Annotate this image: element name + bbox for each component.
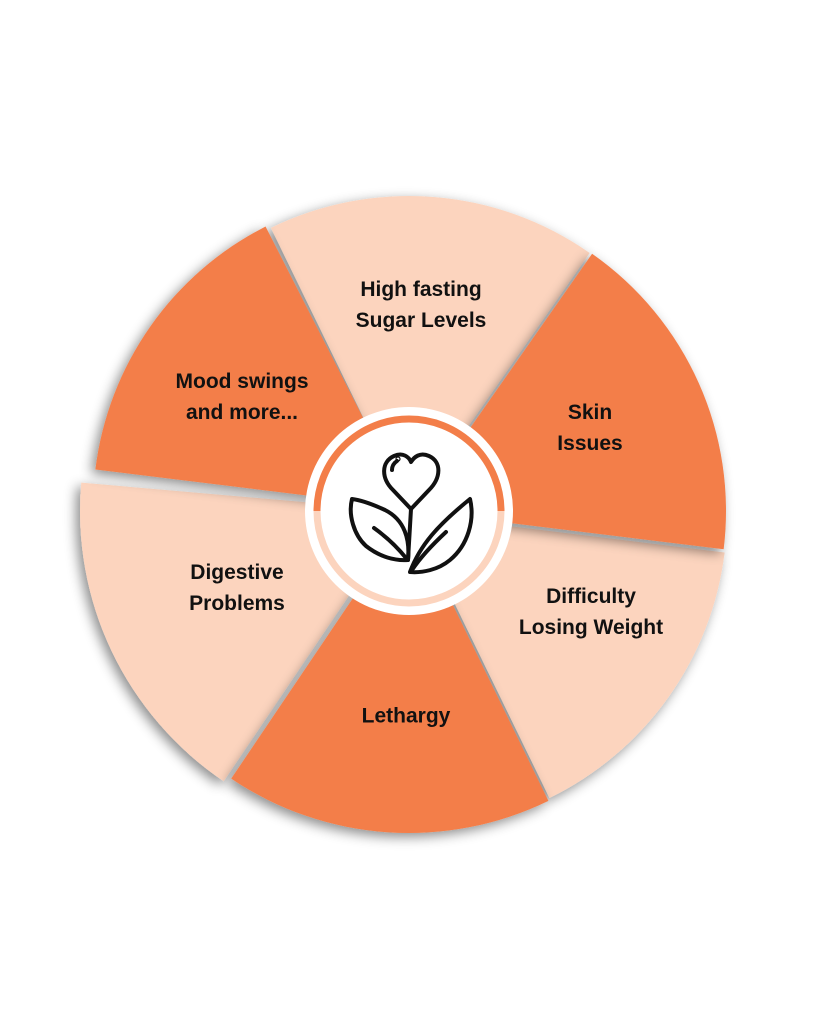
label-line: and more...	[185, 401, 299, 424]
label-line: Sugar Levels	[355, 309, 487, 332]
label-line: Lethargy	[361, 704, 451, 728]
segment-label-lethargy: Lethargy	[362, 701, 451, 732]
ring-top	[313, 415, 505, 512]
label-line: Problems	[189, 592, 285, 615]
heart-sprout-icon	[348, 452, 474, 575]
wheel-segment	[270, 196, 590, 511]
label-line: Mood swings	[175, 370, 309, 393]
wheel-segment	[411, 514, 725, 799]
segment-label-mood-swings: Mood swings and more...	[176, 366, 309, 428]
label-line: Skin	[567, 401, 613, 424]
ring-bottom	[313, 510, 505, 607]
wheel-segment	[231, 515, 549, 833]
label-line: Losing Weight	[518, 616, 664, 639]
label-line: High fasting	[360, 278, 482, 301]
label-line: Difficulty	[546, 585, 636, 608]
wheel-segment	[95, 226, 410, 508]
label-line: Issues	[557, 432, 623, 455]
label-line: Digestive	[190, 561, 284, 584]
